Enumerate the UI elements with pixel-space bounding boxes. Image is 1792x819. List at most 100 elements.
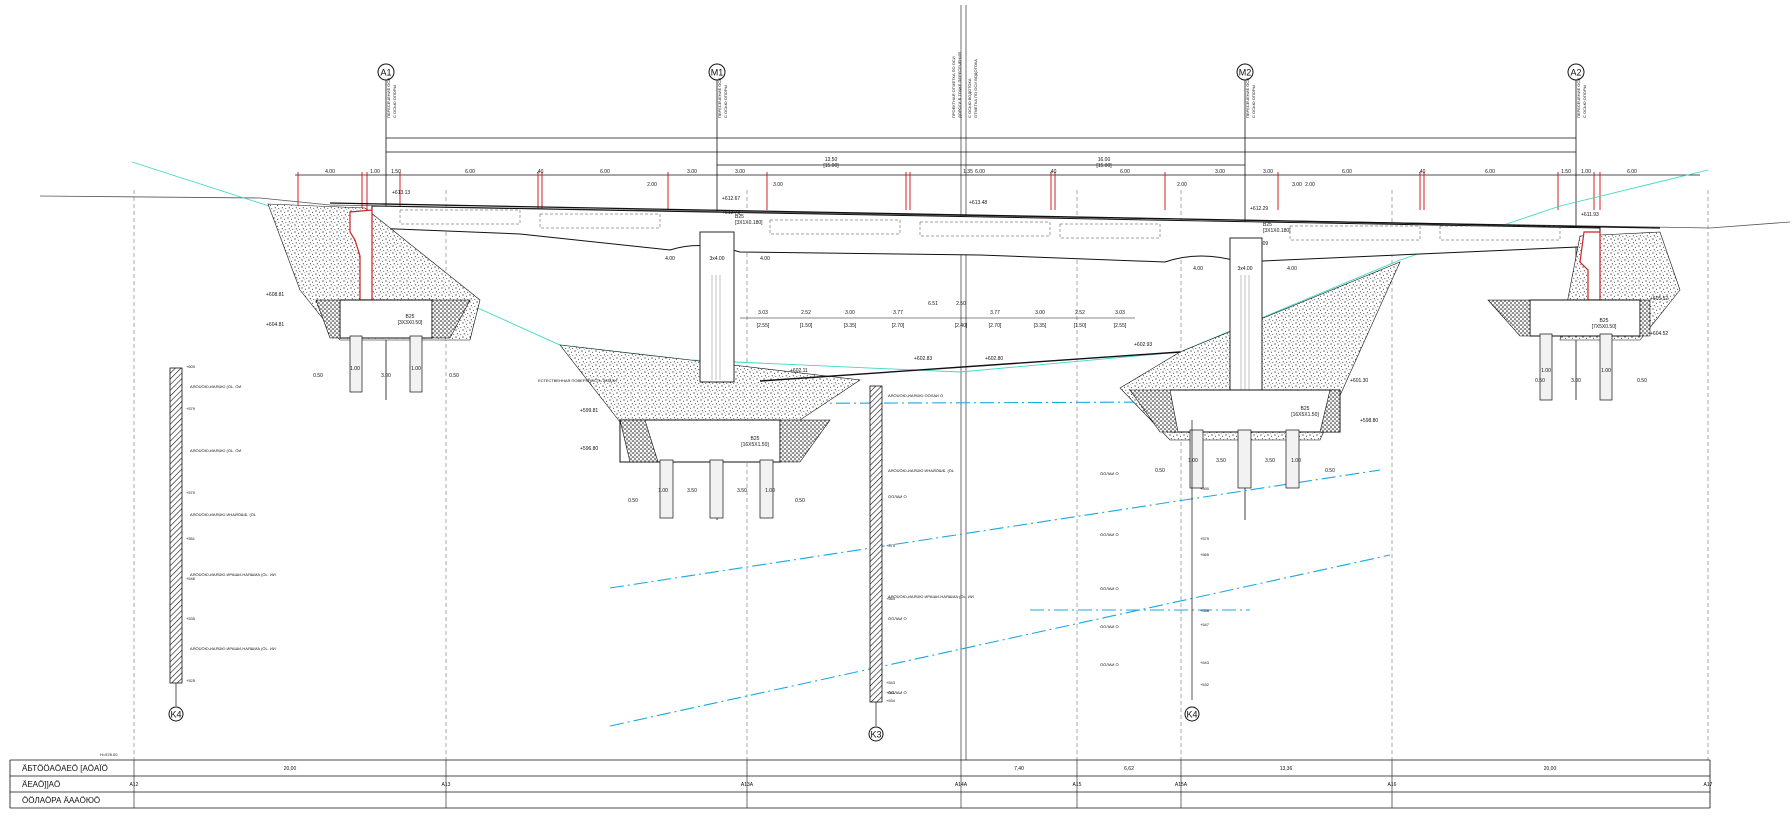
svg-text:ПЕРЕСЕЧЕНИЕ ОСИ: ПЕРЕСЕЧЕНИЕ ОСИ [717, 78, 722, 118]
a2-piles [1539, 333, 1613, 401]
svg-text:ПЕРЕСЕЧЕНИЕ ОСИ: ПЕРЕСЕЧЕНИЕ ОСИ [1245, 78, 1250, 118]
m2-top-code: B25 [1263, 222, 1272, 228]
svg-text:+612.73: +612.73 [722, 210, 740, 216]
svg-text:[2.70]: [2.70] [892, 323, 905, 329]
table-row-label-1: ÄБТÖÖАÖАЕÖ [АÖАÏÖ [22, 764, 108, 773]
svg-text:0.50: 0.50 [795, 498, 805, 504]
svg-text:1.00: 1.00 [1291, 458, 1301, 464]
span-dim-1-sub: [15.00] [823, 163, 839, 169]
svg-text:+535: +535 [186, 616, 196, 621]
a1-wall [349, 209, 373, 301]
svg-text:[3.35]: [3.35] [844, 323, 857, 329]
svg-text:АЯÖÜÖЮ-ИАЯÜЮ ИРАШИ-НАЯШИА (ÖL.: АЯÖÜÖЮ-ИАЯÜЮ ИРАШИ-НАЯШИА (ÖL. ИИ [888, 594, 974, 599]
span-dim-1: 13.50 [825, 157, 838, 163]
svg-text:.40: .40 [1419, 169, 1426, 175]
svg-text:ÖÖЛАИ Ö: ÖÖЛАИ Ö [1100, 624, 1119, 629]
svg-text:АЯÖÜÖЮ-ИАЯÜЮ ИРАШИ-НАЯШИА (ÖL.: АЯÖÜÖЮ-ИАЯÜЮ ИРАШИ-НАЯШИА (ÖL. ИИ [190, 572, 276, 577]
svg-text:3.00: 3.00 [687, 169, 697, 175]
svg-text:3x4.00: 3x4.00 [1237, 266, 1252, 272]
axis-bubble-a1: A1 [377, 63, 395, 81]
m1-foundation-size: [16X5X1.50] [741, 442, 769, 448]
svg-text:ÖÖЛАИ Ö: ÖÖЛАИ Ö [888, 494, 907, 499]
svg-text:+565: +565 [1200, 552, 1210, 557]
svg-text:+602.83: +602.83 [914, 356, 932, 362]
m1-backfill-right [779, 419, 831, 463]
axis-vertical-notes: ПЕРЕСЕЧЕНИЕ ОСИ С ОСЬЮ ОПОРЫ ПЕРЕСЕЧЕНИЕ… [386, 52, 1587, 118]
m2-piles [1189, 429, 1300, 489]
m1-elev-top: +599.81 [580, 408, 598, 414]
svg-text:С ОСЬЮ ОПОРЫ: С ОСЬЮ ОПОРЫ [392, 84, 397, 118]
profile-table [9, 759, 1711, 809]
a1-foundation-size: [3X3X0.50] [398, 320, 423, 326]
svg-text:3.00: 3.00 [1263, 169, 1273, 175]
svg-text:[2.55]: [2.55] [757, 323, 770, 329]
svg-text:2.50: 2.50 [956, 301, 966, 307]
svg-text:3.77: 3.77 [893, 310, 903, 316]
axis-label-m2: M2 [1239, 68, 1252, 78]
svg-text:ÖÖЛАИ Ö: ÖÖЛАИ Ö [1100, 662, 1119, 667]
red-joint-marks [297, 172, 1601, 210]
svg-text:3.00: 3.00 [1292, 182, 1302, 188]
a1-foundation-code: B25 [406, 314, 415, 320]
m1-elev-bottom: +596.80 [580, 446, 598, 452]
svg-text:[1.50]: [1.50] [800, 323, 813, 329]
table-stations: A12 A13 A13A A14A A15 A15A A16 A17 [130, 782, 1713, 788]
svg-text:ÖÖЛАИ Ö: ÖÖЛАИ Ö [888, 616, 907, 621]
svg-text:6.00: 6.00 [465, 169, 475, 175]
m1-foundation-code: B25 [751, 436, 760, 442]
m1-column-hatching [711, 275, 721, 380]
svg-text:0.50: 0.50 [1155, 468, 1165, 474]
svg-text:АЯÖÜÖЮ-ИАЯÜЮ ИРАШИ-НАЯШИА (ÖL.: АЯÖÜÖЮ-ИАЯÜЮ ИРАШИ-НАЯШИА (ÖL. ИИ [190, 646, 276, 651]
svg-text:2.52: 2.52 [801, 310, 811, 316]
a2-footing [1529, 299, 1641, 337]
svg-text:3.00: 3.00 [735, 169, 745, 175]
a2-elev-bottom: +604.52 [1650, 331, 1668, 337]
svg-text:+612.67: +612.67 [722, 196, 740, 202]
svg-text:3.50: 3.50 [1216, 458, 1226, 464]
axis-bubble-a2: A2 [1567, 63, 1585, 81]
m2-footing [1169, 389, 1341, 433]
stream-bed [759, 351, 1181, 382]
m2-foundation-size: [16X5X1.50] [1291, 412, 1319, 418]
svg-text:4.00: 4.00 [760, 256, 770, 262]
svg-text:3.50: 3.50 [1265, 458, 1275, 464]
svg-text:3.50: 3.50 [687, 488, 697, 494]
svg-text:+570: +570 [186, 490, 196, 495]
span-dim-2: 16.00 [1098, 157, 1111, 163]
m1-top-size: [3X1X0.180] [735, 220, 763, 226]
axis-bubble-m2: M2 [1236, 63, 1254, 81]
svg-text:A14A: A14A [955, 782, 968, 788]
svg-text:+600: +600 [186, 364, 196, 369]
svg-text:+602.80: +602.80 [985, 356, 1003, 362]
svg-text:+590: +590 [1200, 486, 1210, 491]
svg-text:6,62: 6,62 [1124, 766, 1134, 772]
m1-backfill-left [619, 419, 659, 463]
svg-text:1.00: 1.00 [350, 366, 360, 372]
svg-text:2.00: 2.00 [647, 182, 657, 188]
svg-text:С ОСЬЮ ОПОРЫ: С ОСЬЮ ОПОРЫ [1251, 84, 1256, 118]
svg-text:2.52: 2.52 [1075, 310, 1085, 316]
existing-ground-line [39, 195, 1791, 229]
svg-text:АЯÖÜÖЮ-ИАЯÜЮ (ÖL. ÖИ: АЯÖÜÖЮ-ИАЯÜЮ (ÖL. ÖИ [190, 448, 242, 453]
svg-text:2.00: 2.00 [1305, 182, 1315, 188]
cap-dimension-chain: 3.03 2.52 3.00 3.77 6.51 2.50 3.77 3.00 … [740, 301, 1135, 329]
svg-text:ÖÖЛАИ Ö: ÖÖЛАИ Ö [1100, 471, 1119, 476]
svg-text:+558: +558 [1200, 608, 1210, 613]
svg-text:1.35: 1.35 [963, 169, 973, 175]
svg-text:+611.93: +611.93 [1581, 212, 1599, 218]
svg-text:A17: A17 [1704, 782, 1713, 788]
svg-text:7,40: 7,40 [1014, 766, 1024, 772]
svg-text:1.00: 1.00 [765, 488, 775, 494]
table-distances: 20,00 7,40 6,62 13,36 20,00 [284, 766, 1557, 772]
m1-top-code: B25 [735, 214, 744, 220]
svg-text:0.50: 0.50 [628, 498, 638, 504]
svg-text:4.00: 4.00 [1193, 266, 1203, 272]
svg-text:ПРОЕКТНАЯ ОТМЕТКА ПО ОСИ: ПРОЕКТНАЯ ОТМЕТКА ПО ОСИ [951, 56, 956, 118]
borehole-k3: K3 +575 +564 +543 +541 +534 АЯÖÜÖЮ-ИАЯÜЮ… [868, 385, 974, 742]
svg-text:6.00: 6.00 [1342, 169, 1352, 175]
m2-backfill-left [1129, 389, 1179, 433]
svg-text:3.03: 3.03 [1115, 310, 1125, 316]
m1-embankment [559, 344, 861, 423]
ground-elevations: +602.11 +602.83 +602.80 +602.93 ЕСТЕСТВЕ… [538, 342, 1152, 383]
